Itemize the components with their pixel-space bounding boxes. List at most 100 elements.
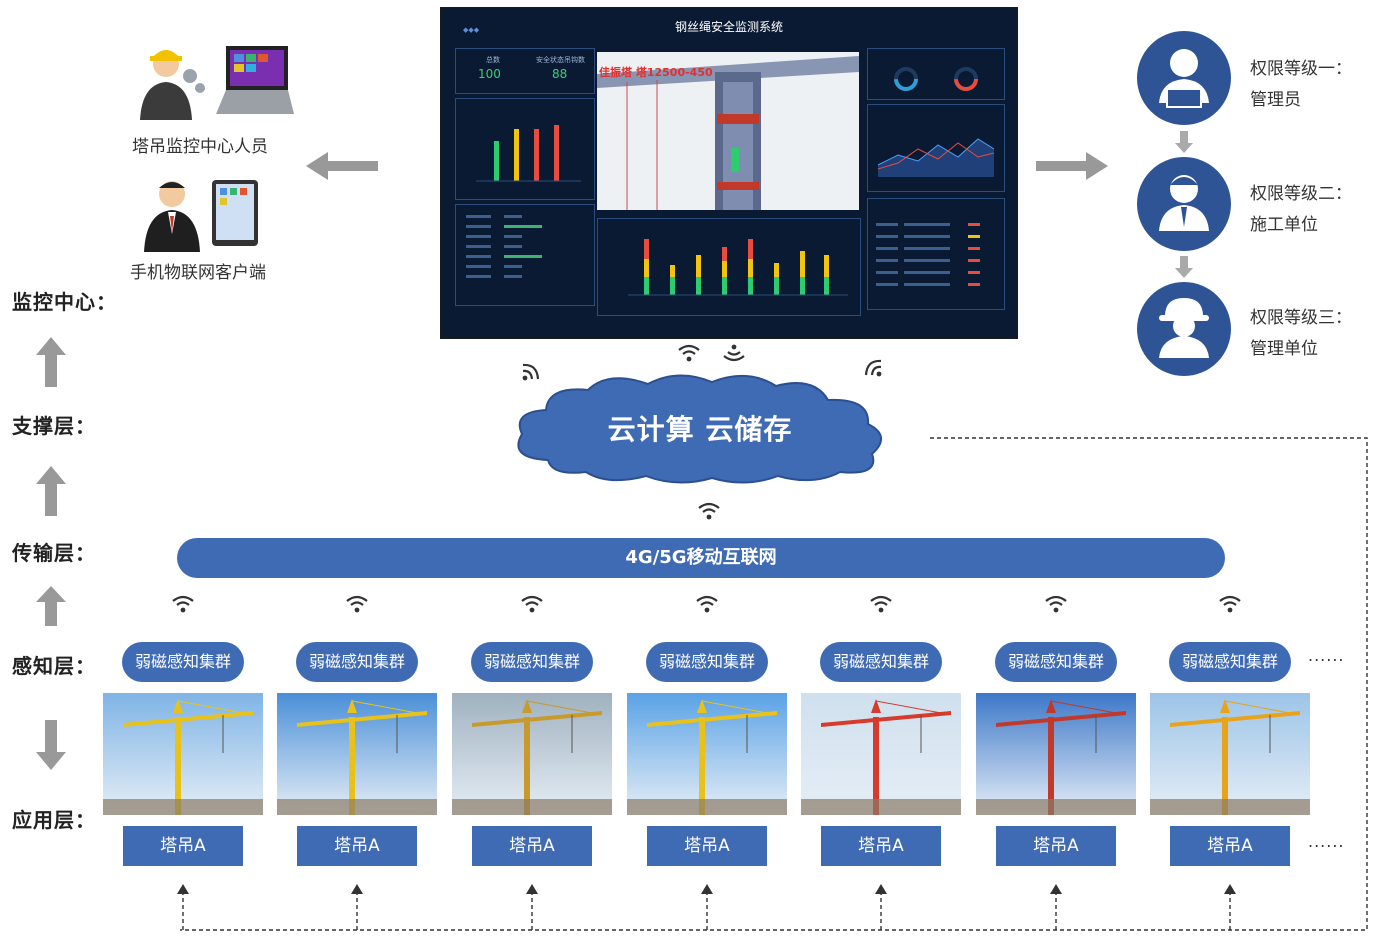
- crane-photo-6: [976, 693, 1136, 815]
- role-level-1-name: 管理员: [1250, 90, 1301, 110]
- wifi-icon: [172, 595, 194, 613]
- down-arrow-icon: [1175, 256, 1193, 278]
- crane-label-7: 塔吊A: [1170, 826, 1290, 866]
- layer-label-perception: 感知层：: [12, 654, 96, 678]
- health-bar-panel: [455, 98, 595, 200]
- role-level-3: 权限等级三： 管理单位: [1250, 303, 1352, 365]
- role-level-3-title: 权限等级三：: [1250, 308, 1352, 328]
- sensor-cluster-3: 弱磁感知集群: [471, 642, 593, 682]
- contractor-role-badge: [1137, 157, 1231, 251]
- dashed-up-arrow-icon: [701, 884, 713, 930]
- stat-safe-value: 88: [552, 67, 568, 81]
- layer-label-application: 应用层：: [12, 808, 96, 832]
- stat-total-value: 100: [478, 67, 501, 81]
- layer-label-support: 支撑层：: [12, 414, 96, 438]
- dashed-up-arrow-icon: [177, 884, 189, 930]
- sensor-cluster-4: 弱磁感知集群: [646, 642, 768, 682]
- up-arrow-icon: [36, 466, 66, 516]
- crane-label-4: 塔吊A: [647, 826, 767, 866]
- donut-gauges: [894, 67, 978, 91]
- wifi-icon: [723, 344, 745, 362]
- admin-icon: [1159, 49, 1209, 108]
- role-level-2-name: 施工单位: [1250, 215, 1318, 235]
- manager-role-badge: [1137, 282, 1231, 376]
- right-arrow-icon: [1036, 152, 1108, 180]
- video-caption: 佳振塔 塔12500-450: [599, 66, 713, 79]
- mobile-client-label: 手机物联网客户端: [130, 263, 266, 283]
- crane-ellipsis: ......: [1308, 832, 1345, 851]
- crane-photo-1: [103, 693, 263, 815]
- admin-role-badge: [1137, 31, 1231, 125]
- wifi-icon: [1045, 595, 1067, 613]
- crane-photo-7: [1150, 693, 1310, 815]
- crane-photo-3: [452, 693, 612, 815]
- up-arrow-icon: [36, 586, 66, 626]
- wifi-icon: [522, 363, 540, 381]
- crane-photo-5: [801, 693, 961, 815]
- crane-label-5: 塔吊A: [821, 826, 941, 866]
- stat-total-label: 总数: [486, 56, 500, 64]
- wifi-icon: [864, 359, 882, 377]
- role-level-2-title: 权限等级二：: [1250, 184, 1352, 204]
- wifi-icon: [346, 595, 368, 613]
- monitor-screen: 钢丝绳安全监测系统 ◆◆◆ 总数 100 安全状态吊钩数 88: [440, 7, 1018, 339]
- stat-safe-label: 安全状态吊钩数: [536, 56, 585, 64]
- crane-video-feed: 佳振塔 塔12500-450: [597, 52, 859, 210]
- wifi-icon: [870, 595, 892, 613]
- dashed-up-arrow-icon: [526, 884, 538, 930]
- role-level-2: 权限等级二： 施工单位: [1250, 179, 1352, 241]
- stats-panel: 总数 100 安全状态吊钩数 88: [455, 48, 595, 94]
- up-arrow-icon: [36, 337, 66, 387]
- dashed-up-arrow-icon: [875, 884, 887, 930]
- crane-photo-4: [627, 693, 787, 815]
- wifi-icon: [696, 595, 718, 613]
- sensor-cluster-7: 弱磁感知集群: [1169, 642, 1291, 682]
- alarm-list-panel: [867, 198, 1005, 310]
- role-level-1-title: 权限等级一：: [1250, 59, 1352, 79]
- crane-video-image: [597, 52, 859, 210]
- sensor-cluster-1: 弱磁感知集群: [122, 642, 244, 682]
- sensor-ellipsis: ......: [1308, 646, 1345, 665]
- center-staff-label: 塔吊监控中心人员: [132, 137, 268, 157]
- wifi-icon: [1219, 595, 1241, 613]
- manager-icon: [1159, 298, 1209, 358]
- realtime-list-panel: [455, 204, 595, 306]
- layer-label-transport: 传输层：: [12, 541, 96, 565]
- sensor-cluster-6: 弱磁感知集群: [995, 642, 1117, 682]
- cloud-shape: [517, 374, 882, 484]
- down-arrow-icon: [36, 720, 66, 770]
- crane-label-6: 塔吊A: [996, 826, 1116, 866]
- network-bar: 4G/5G移动互联网: [177, 538, 1225, 578]
- crane-photo-2: [277, 693, 437, 815]
- stacked-bar-chart: [628, 239, 848, 296]
- crane-label-2: 塔吊A: [297, 826, 417, 866]
- sensor-cluster-5: 弱磁感知集群: [820, 642, 942, 682]
- wifi-icon: [678, 344, 700, 362]
- cloud-label: 云计算 云储存: [607, 413, 793, 446]
- dashed-up-arrow-icon: [1050, 884, 1062, 930]
- contractor-icon: [1159, 175, 1209, 231]
- wifi-icon: [698, 502, 720, 520]
- realtime-list-lines: [466, 215, 542, 278]
- center-staff-icon: [140, 46, 294, 120]
- alarm-list-lines: [876, 223, 980, 286]
- mobile-client-icon: [144, 180, 258, 252]
- crane-label-3: 塔吊A: [472, 826, 592, 866]
- area-line-chart: [877, 138, 995, 177]
- donut-panel: [867, 48, 1005, 100]
- role-level-3-name: 管理单位: [1250, 339, 1318, 359]
- monitor-title: 钢丝绳安全监测系统: [674, 20, 783, 34]
- crane-label-1: 塔吊A: [123, 826, 243, 866]
- dashed-up-arrow-icon: [351, 884, 363, 930]
- line-chart-panel: [867, 104, 1005, 192]
- dashed-up-arrow-icon: [1224, 884, 1236, 930]
- layer-label-monitor: 监控中心：: [12, 290, 117, 314]
- health-bar-chart: [476, 125, 581, 182]
- wifi-icon: [521, 595, 543, 613]
- down-arrow-icon: [1175, 131, 1193, 153]
- monitor-logo: ◆◆◆: [463, 26, 480, 34]
- bar-chart-panel: [597, 218, 861, 316]
- left-arrow-icon: [306, 152, 378, 180]
- role-level-1: 权限等级一： 管理员: [1250, 54, 1352, 116]
- feedback-loop-line: [180, 437, 1368, 931]
